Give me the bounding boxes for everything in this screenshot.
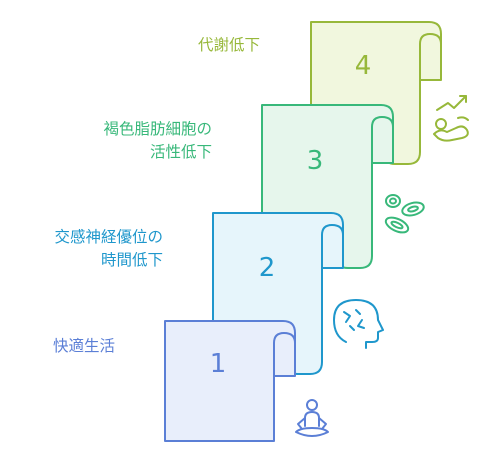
- step-2-label: 交感神経優位の 時間低下: [54, 226, 163, 272]
- step-3-label-line-1: 褐色脂肪細胞の: [103, 120, 212, 138]
- step-1-label-line-1: 快適生活: [52, 337, 115, 355]
- meditation-person-icon: [295, 399, 329, 437]
- step-2-label-line-1: 交感神経優位の: [54, 228, 163, 246]
- step-3-number: 3: [307, 146, 324, 176]
- step-4-label-line-1: 代謝低下: [197, 36, 260, 54]
- step-3-label: 褐色脂肪細胞の 活性低下: [103, 118, 212, 164]
- step-4-label: 代謝低下: [198, 34, 260, 57]
- step-2-number: 2: [259, 253, 276, 283]
- step-1-number: 1: [210, 349, 227, 379]
- head-with-stress-icon: [333, 299, 384, 349]
- step-4-number: 4: [355, 51, 372, 81]
- step-1-scroll: 1: [164, 320, 296, 442]
- fat-cells-icon: [384, 194, 425, 234]
- step-1-label: 快適生活: [53, 335, 115, 358]
- metabolism-trend-icon: [433, 95, 469, 142]
- step-3-label-line-2: 活性低下: [149, 143, 212, 161]
- step-2-label-line-2: 時間低下: [100, 251, 163, 269]
